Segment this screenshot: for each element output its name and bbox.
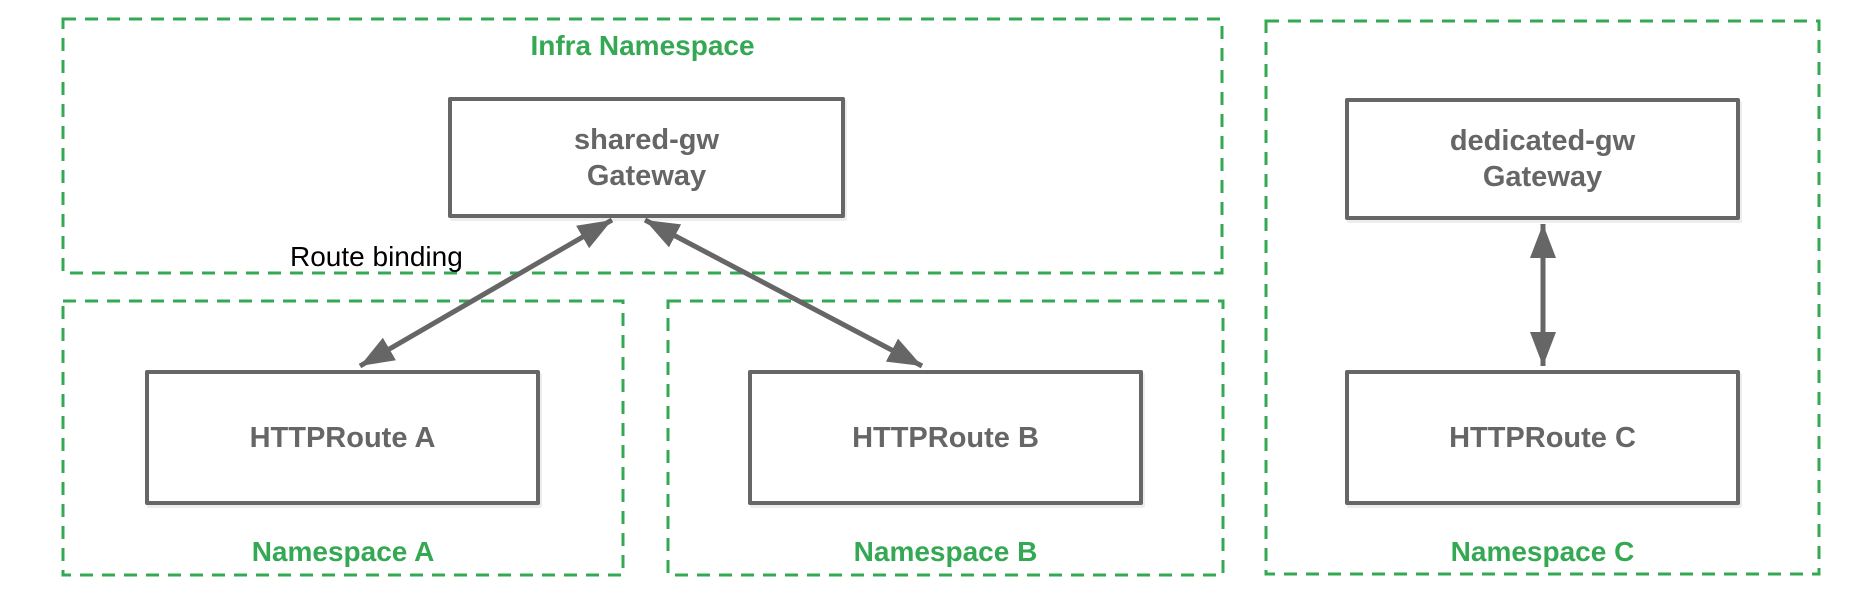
namespace-c-border (1264, 19, 1821, 576)
httproute-a-node: HTTPRoute A (145, 370, 540, 505)
namespace-a-label: Namespace A (251, 536, 435, 567)
namespace-b-label: Namespace B (853, 536, 1038, 567)
arrow-httproute-a-to-shared-gw (358, 217, 614, 369)
shared-gw-gateway-node: shared-gw Gateway (448, 97, 845, 218)
dedicated-gw-kind: Gateway (1482, 161, 1603, 193)
shared-gw-kind: Gateway (586, 159, 707, 192)
shared-gw-name: shared-gw (573, 123, 720, 156)
namespace-b-border (666, 299, 1225, 577)
infra-namespace-label: Infra Namespace (530, 30, 755, 61)
dedicated-gw-name: dedicated-gw (1449, 125, 1636, 157)
httproute-b-name: HTTPRoute B (852, 421, 1039, 454)
arrow-httproute-b-to-shared-gw (643, 217, 924, 369)
dedicated-gw-gateway-node: dedicated-gw Gateway (1345, 98, 1740, 220)
httproute-b-node: HTTPRoute B (748, 370, 1143, 505)
httproute-c-node: HTTPRoute C (1345, 370, 1740, 505)
route-binding-annotation: Route binding (290, 241, 463, 272)
httproute-c-name: HTTPRoute C (1449, 421, 1636, 454)
namespace-a-border (61, 299, 625, 577)
httproute-a-name: HTTPRoute A (249, 421, 436, 454)
infra-namespace-border (61, 17, 1224, 275)
namespace-c-label: Namespace C (1450, 536, 1635, 567)
